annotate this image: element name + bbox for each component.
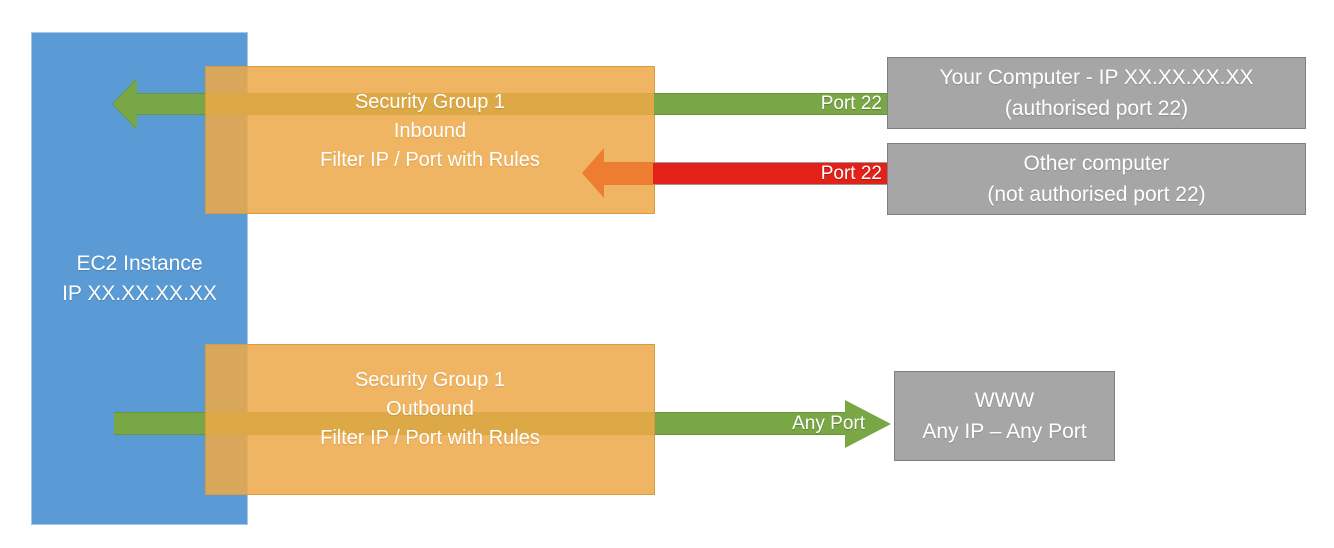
blocked-inbound-bar <box>653 162 888 185</box>
external-node-www: WWW Any IP – Any Port <box>894 371 1115 461</box>
security-group-inbound-box <box>205 66 655 214</box>
outbound-allowed-arrowhead-icon <box>845 400 891 448</box>
blocked-inbound-label: Port 22 <box>820 163 882 184</box>
ec2-instance-label: EC2 Instance IP XX.XX.XX.XX <box>62 252 217 305</box>
security-group-outbound-box <box>205 344 655 495</box>
external-node-your-computer: Your Computer - IP XX.XX.XX.XX (authoris… <box>887 57 1306 129</box>
external-node-other-computer: Other computer (not authorised port 22) <box>887 143 1306 215</box>
allowed-inbound-bar <box>654 93 888 115</box>
security-group-outbound-label: Security Group 1 Outbound Filter IP / Po… <box>320 369 540 449</box>
filter-arrow-shaft <box>603 162 655 185</box>
security-group-inbound-label: Security Group 1 Inbound Filter IP / Por… <box>320 91 540 171</box>
allowed-outbound-label: Any Port <box>792 413 865 434</box>
allowed-inbound-label: Port 22 <box>820 93 882 114</box>
filter-arrow-head-icon <box>582 148 604 198</box>
inbound-allowed-arrowhead-icon <box>113 79 137 129</box>
